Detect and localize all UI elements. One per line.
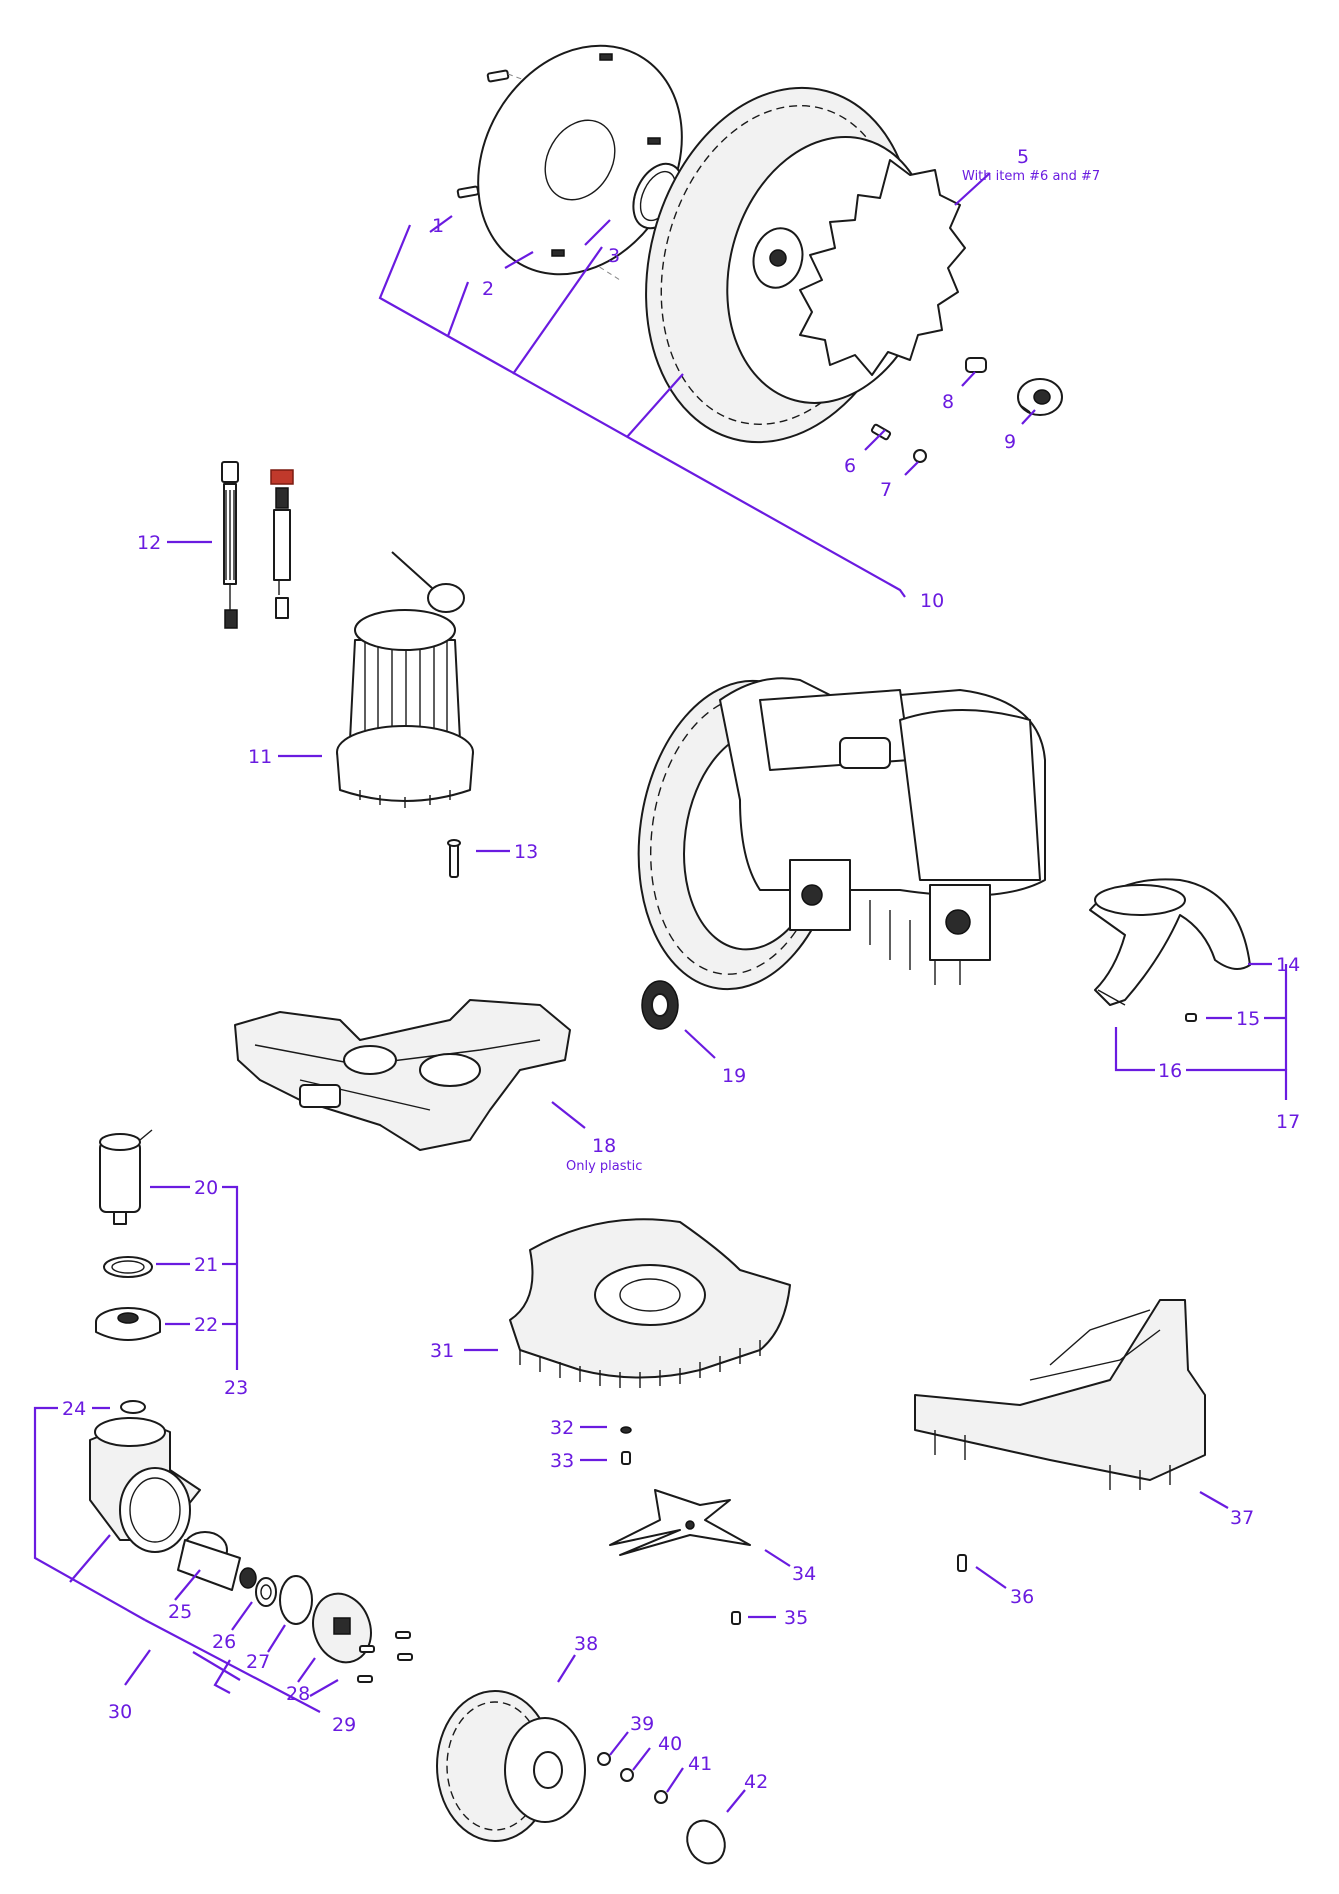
callout-42: 42 [744, 1771, 768, 1793]
callout-7: 7 [880, 479, 892, 501]
part-5-rear-wheel [645, 86, 966, 444]
callout-15: 15 [1236, 1008, 1260, 1030]
callout-19: 19 [722, 1065, 746, 1087]
callout-25: 25 [168, 1601, 192, 1623]
part-8-bushing [965, 357, 987, 373]
callout-24: 24 [62, 1398, 86, 1420]
callout-8: 8 [942, 391, 954, 413]
part-13-screw [447, 839, 461, 878]
part-26-washer [255, 1577, 277, 1607]
callout-14: 14 [1276, 954, 1300, 976]
callout-34: 34 [792, 1563, 816, 1585]
callout-11: 11 [248, 746, 272, 768]
part-29-screws [357, 1631, 413, 1683]
part-6-pin [870, 423, 892, 441]
part-33-screw [621, 1451, 631, 1465]
callout-38: 38 [574, 1633, 598, 1655]
part-28-plate [312, 1592, 372, 1664]
callout-30: 30 [108, 1701, 132, 1723]
callout-39: 39 [630, 1713, 654, 1735]
part-31-blade-disc [509, 1218, 791, 1388]
part-34-blade [609, 1489, 751, 1556]
callout-23: 23 [224, 1377, 248, 1399]
part-36-screw [957, 1554, 967, 1572]
callout-9: 9 [1004, 431, 1016, 453]
callout-21: 21 [194, 1254, 218, 1276]
callout-5-note: With item #6 and #7 [962, 169, 1100, 184]
callout-28: 28 [286, 1683, 310, 1705]
callout-36: 36 [1010, 1586, 1034, 1608]
part-42-hub-cap [686, 1819, 726, 1865]
callout-labels: 1 2 3 5 With item #6 and #7 6 7 8 9 10 1… [62, 146, 1300, 1793]
part-35-screw [731, 1611, 741, 1625]
callout-1: 1 [432, 215, 444, 237]
part-19-gear [641, 980, 679, 1030]
callout-26: 26 [212, 1631, 236, 1653]
callout-33: 33 [550, 1450, 574, 1472]
callout-5: 5 [1017, 146, 1029, 168]
part-32-washer [620, 1426, 632, 1434]
part-39-washer [597, 1752, 611, 1766]
callout-18: 18 [592, 1135, 616, 1157]
part-11-motor [336, 551, 474, 808]
callout-32: 32 [550, 1417, 574, 1439]
callout-18-note: Only plastic [566, 1159, 642, 1174]
part-41-nut [654, 1790, 668, 1804]
part-22-cam [95, 1307, 161, 1341]
part-24-cap [120, 1400, 146, 1414]
part-27-o-ring [279, 1575, 313, 1625]
callout-22: 22 [194, 1314, 218, 1336]
part-gear-housing [89, 1417, 201, 1553]
callout-35: 35 [784, 1607, 808, 1629]
part-25-motor [177, 1531, 257, 1591]
leader-lines [33, 172, 1288, 1813]
callout-13: 13 [514, 841, 538, 863]
part-20-cylinder [99, 1129, 153, 1225]
part-18-chassis [234, 999, 571, 1151]
callout-37: 37 [1230, 1507, 1254, 1529]
part-40-washer [620, 1768, 634, 1782]
callout-31: 31 [430, 1340, 454, 1362]
callout-27: 27 [246, 1651, 270, 1673]
callout-29: 29 [332, 1714, 356, 1736]
callout-20: 20 [194, 1177, 218, 1199]
part-2-disc-plate [477, 44, 683, 276]
main-drive-assembly [637, 677, 1046, 991]
part-21-circlip [103, 1256, 153, 1278]
part-15-screw [1185, 1013, 1197, 1022]
part-38-front-wheel [436, 1690, 586, 1842]
callout-16: 16 [1158, 1060, 1182, 1082]
callout-12: 12 [137, 532, 161, 554]
part-14-fender [1089, 878, 1251, 1006]
callout-40: 40 [658, 1733, 682, 1755]
part-37-cover [914, 1299, 1206, 1490]
callout-3: 3 [608, 245, 620, 267]
callout-17: 17 [1276, 1111, 1300, 1133]
callout-6: 6 [844, 455, 856, 477]
callout-10: 10 [920, 590, 944, 612]
part-12-cable-harness [221, 461, 294, 629]
callout-2: 2 [482, 278, 494, 300]
part-7-nut [913, 449, 927, 463]
callout-41: 41 [688, 1753, 712, 1775]
part-9-hub-cap [1017, 378, 1063, 416]
